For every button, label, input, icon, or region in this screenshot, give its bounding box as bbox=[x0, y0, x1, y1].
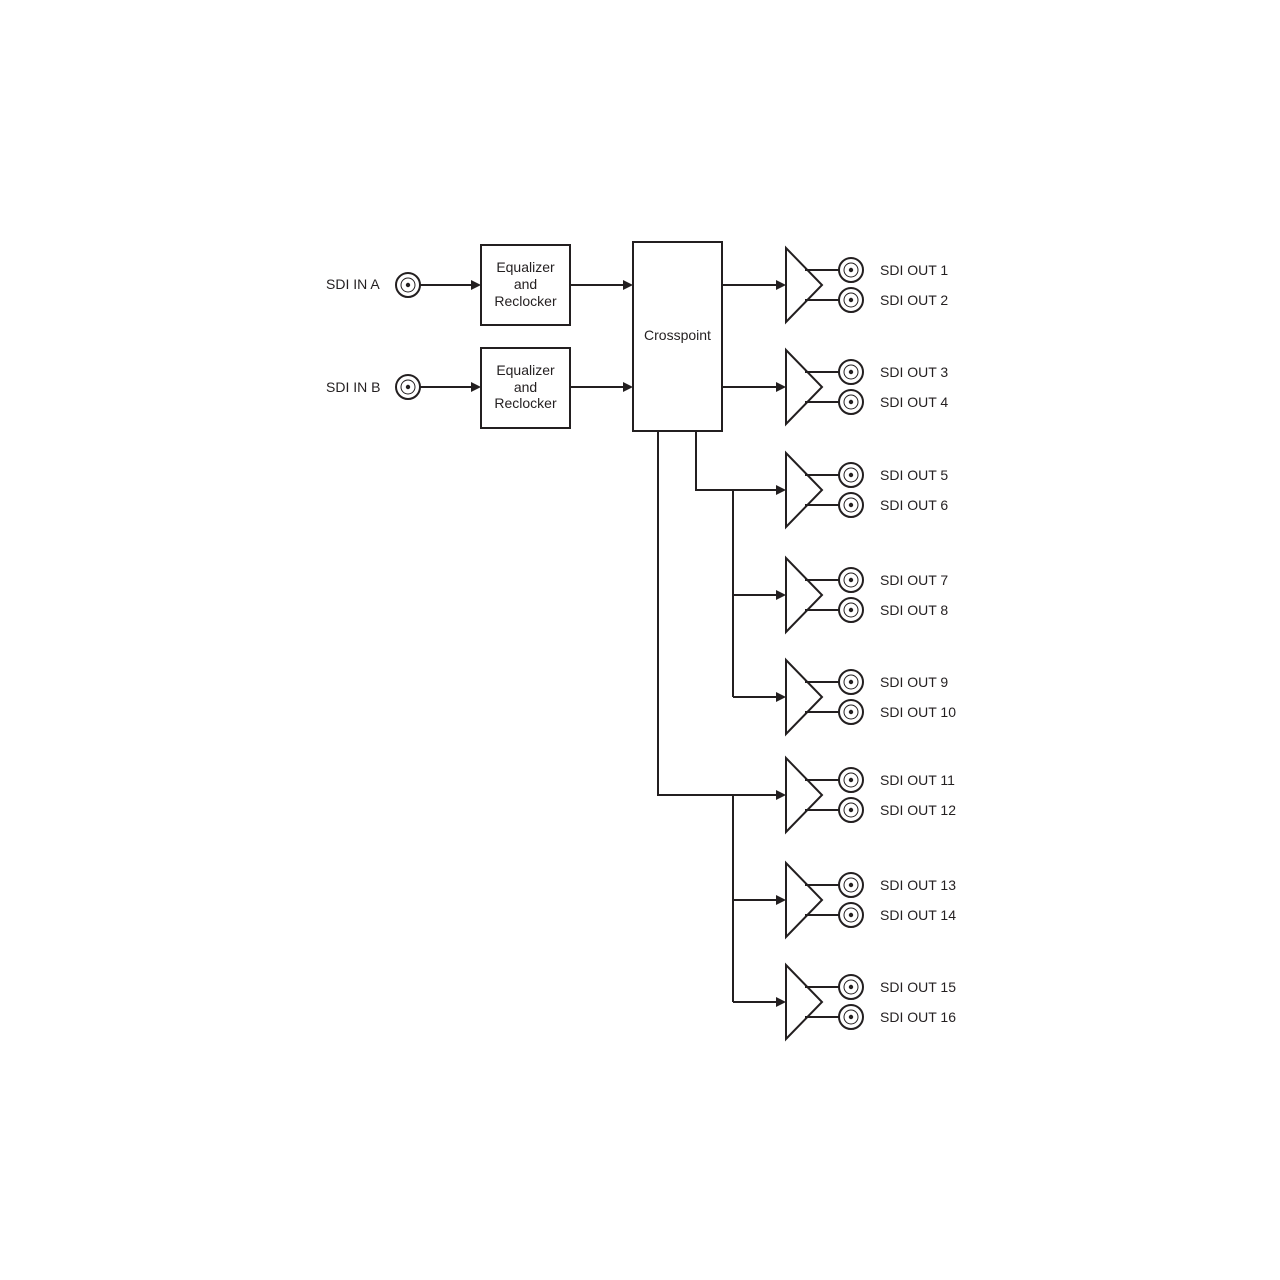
crosspoint-block bbox=[632, 241, 723, 432]
output-label: SDI OUT 15 bbox=[880, 979, 956, 995]
bnc-connector-icon bbox=[395, 374, 421, 400]
output-label: SDI OUT 13 bbox=[880, 877, 956, 893]
arrow-head-icon bbox=[623, 280, 633, 290]
amplifier-triangle-icon bbox=[785, 657, 824, 737]
bnc-connector-icon bbox=[838, 767, 864, 793]
bnc-connector-icon bbox=[838, 359, 864, 385]
arrow-head-icon bbox=[623, 382, 633, 392]
output-stage-1: SDI OUT 1 SDI OUT 2 bbox=[785, 245, 948, 325]
bnc-connector-icon bbox=[838, 1004, 864, 1030]
bnc-connector-icon bbox=[838, 389, 864, 415]
bnc-connector-icon bbox=[838, 902, 864, 928]
output-label: SDI OUT 10 bbox=[880, 704, 956, 720]
bnc-connector-icon bbox=[838, 872, 864, 898]
equalizer-reclocker-a bbox=[480, 244, 571, 326]
bnc-connector-icon bbox=[838, 462, 864, 488]
bnc-connector-icon bbox=[838, 669, 864, 695]
output-label: SDI OUT 9 bbox=[880, 674, 948, 690]
crosspoint-output-wiring bbox=[657, 280, 786, 1007]
eq-a-line-1: Equalizer bbox=[496, 259, 555, 275]
output-label: SDI OUT 2 bbox=[880, 292, 948, 308]
output-stage-2: SDI OUT 3 SDI OUT 4 bbox=[785, 347, 948, 427]
arrow-head-icon bbox=[776, 485, 786, 495]
output-stage-7: SDI OUT 13 SDI OUT 14 bbox=[785, 860, 956, 940]
eq-b-line-1: Equalizer bbox=[496, 362, 555, 378]
arrow-head-icon bbox=[776, 382, 786, 392]
arrow-head-icon bbox=[471, 382, 481, 392]
output-label: SDI OUT 16 bbox=[880, 1009, 956, 1025]
output-label: SDI OUT 3 bbox=[880, 364, 948, 380]
arrow-head-icon bbox=[776, 590, 786, 600]
amplifier-triangle-icon bbox=[785, 555, 824, 635]
output-stage-6: SDI OUT 11 SDI OUT 12 bbox=[785, 755, 956, 835]
bnc-connector-icon bbox=[838, 699, 864, 725]
output-stage-3: SDI OUT 5 SDI OUT 6 bbox=[785, 450, 948, 530]
output-stage-4: SDI OUT 7 SDI OUT 8 bbox=[785, 555, 948, 635]
output-label: SDI OUT 1 bbox=[880, 262, 948, 278]
bnc-connector-icon bbox=[838, 257, 864, 283]
bnc-connector-icon bbox=[838, 797, 864, 823]
arrow-head-icon bbox=[471, 280, 481, 290]
output-label: SDI OUT 12 bbox=[880, 802, 956, 818]
bnc-connector-icon bbox=[838, 597, 864, 623]
output-label: SDI OUT 5 bbox=[880, 467, 948, 483]
eq-b-line-2: and bbox=[514, 379, 537, 395]
input-a-label: SDI IN A bbox=[326, 276, 380, 292]
output-label: SDI OUT 14 bbox=[880, 907, 956, 923]
input-b-group: SDI IN B Equalizer and Reclocker bbox=[326, 347, 633, 429]
input-b-label: SDI IN B bbox=[326, 379, 380, 395]
arrow-head-icon bbox=[776, 790, 786, 800]
amplifier-triangle-icon bbox=[785, 860, 824, 940]
bnc-connector-icon bbox=[838, 974, 864, 1000]
arrow-head-icon bbox=[776, 280, 786, 290]
output-label: SDI OUT 8 bbox=[880, 602, 948, 618]
output-label: SDI OUT 4 bbox=[880, 394, 948, 410]
amplifier-triangle-icon bbox=[785, 347, 824, 427]
arrow-head-icon bbox=[776, 895, 786, 905]
amplifier-triangle-icon bbox=[785, 755, 824, 835]
output-label: SDI OUT 6 bbox=[880, 497, 948, 513]
crosspoint-label: Crosspoint bbox=[644, 327, 711, 343]
equalizer-reclocker-b bbox=[480, 347, 571, 429]
output-stage-8: SDI OUT 15 SDI OUT 16 bbox=[785, 962, 956, 1042]
arrow-head-icon bbox=[776, 997, 786, 1007]
eq-a-line-2: and bbox=[514, 276, 537, 292]
amplifier-triangle-icon bbox=[785, 245, 824, 325]
output-label: SDI OUT 7 bbox=[880, 572, 948, 588]
arrow-head-icon bbox=[776, 692, 786, 702]
output-label: SDI OUT 11 bbox=[880, 772, 955, 788]
bnc-connector-icon bbox=[838, 567, 864, 593]
amplifier-triangle-icon bbox=[785, 450, 824, 530]
bnc-connector-icon bbox=[395, 272, 421, 298]
bnc-connector-icon bbox=[838, 287, 864, 313]
bnc-connector-icon bbox=[838, 492, 864, 518]
eq-b-line-3: Reclocker bbox=[494, 395, 557, 411]
eq-a-line-3: Reclocker bbox=[494, 293, 557, 309]
amplifier-triangle-icon bbox=[785, 962, 824, 1042]
input-a-group: SDI IN A Equalizer and Reclocker bbox=[326, 244, 633, 326]
output-stage-5: SDI OUT 9 SDI OUT 10 bbox=[785, 657, 956, 737]
